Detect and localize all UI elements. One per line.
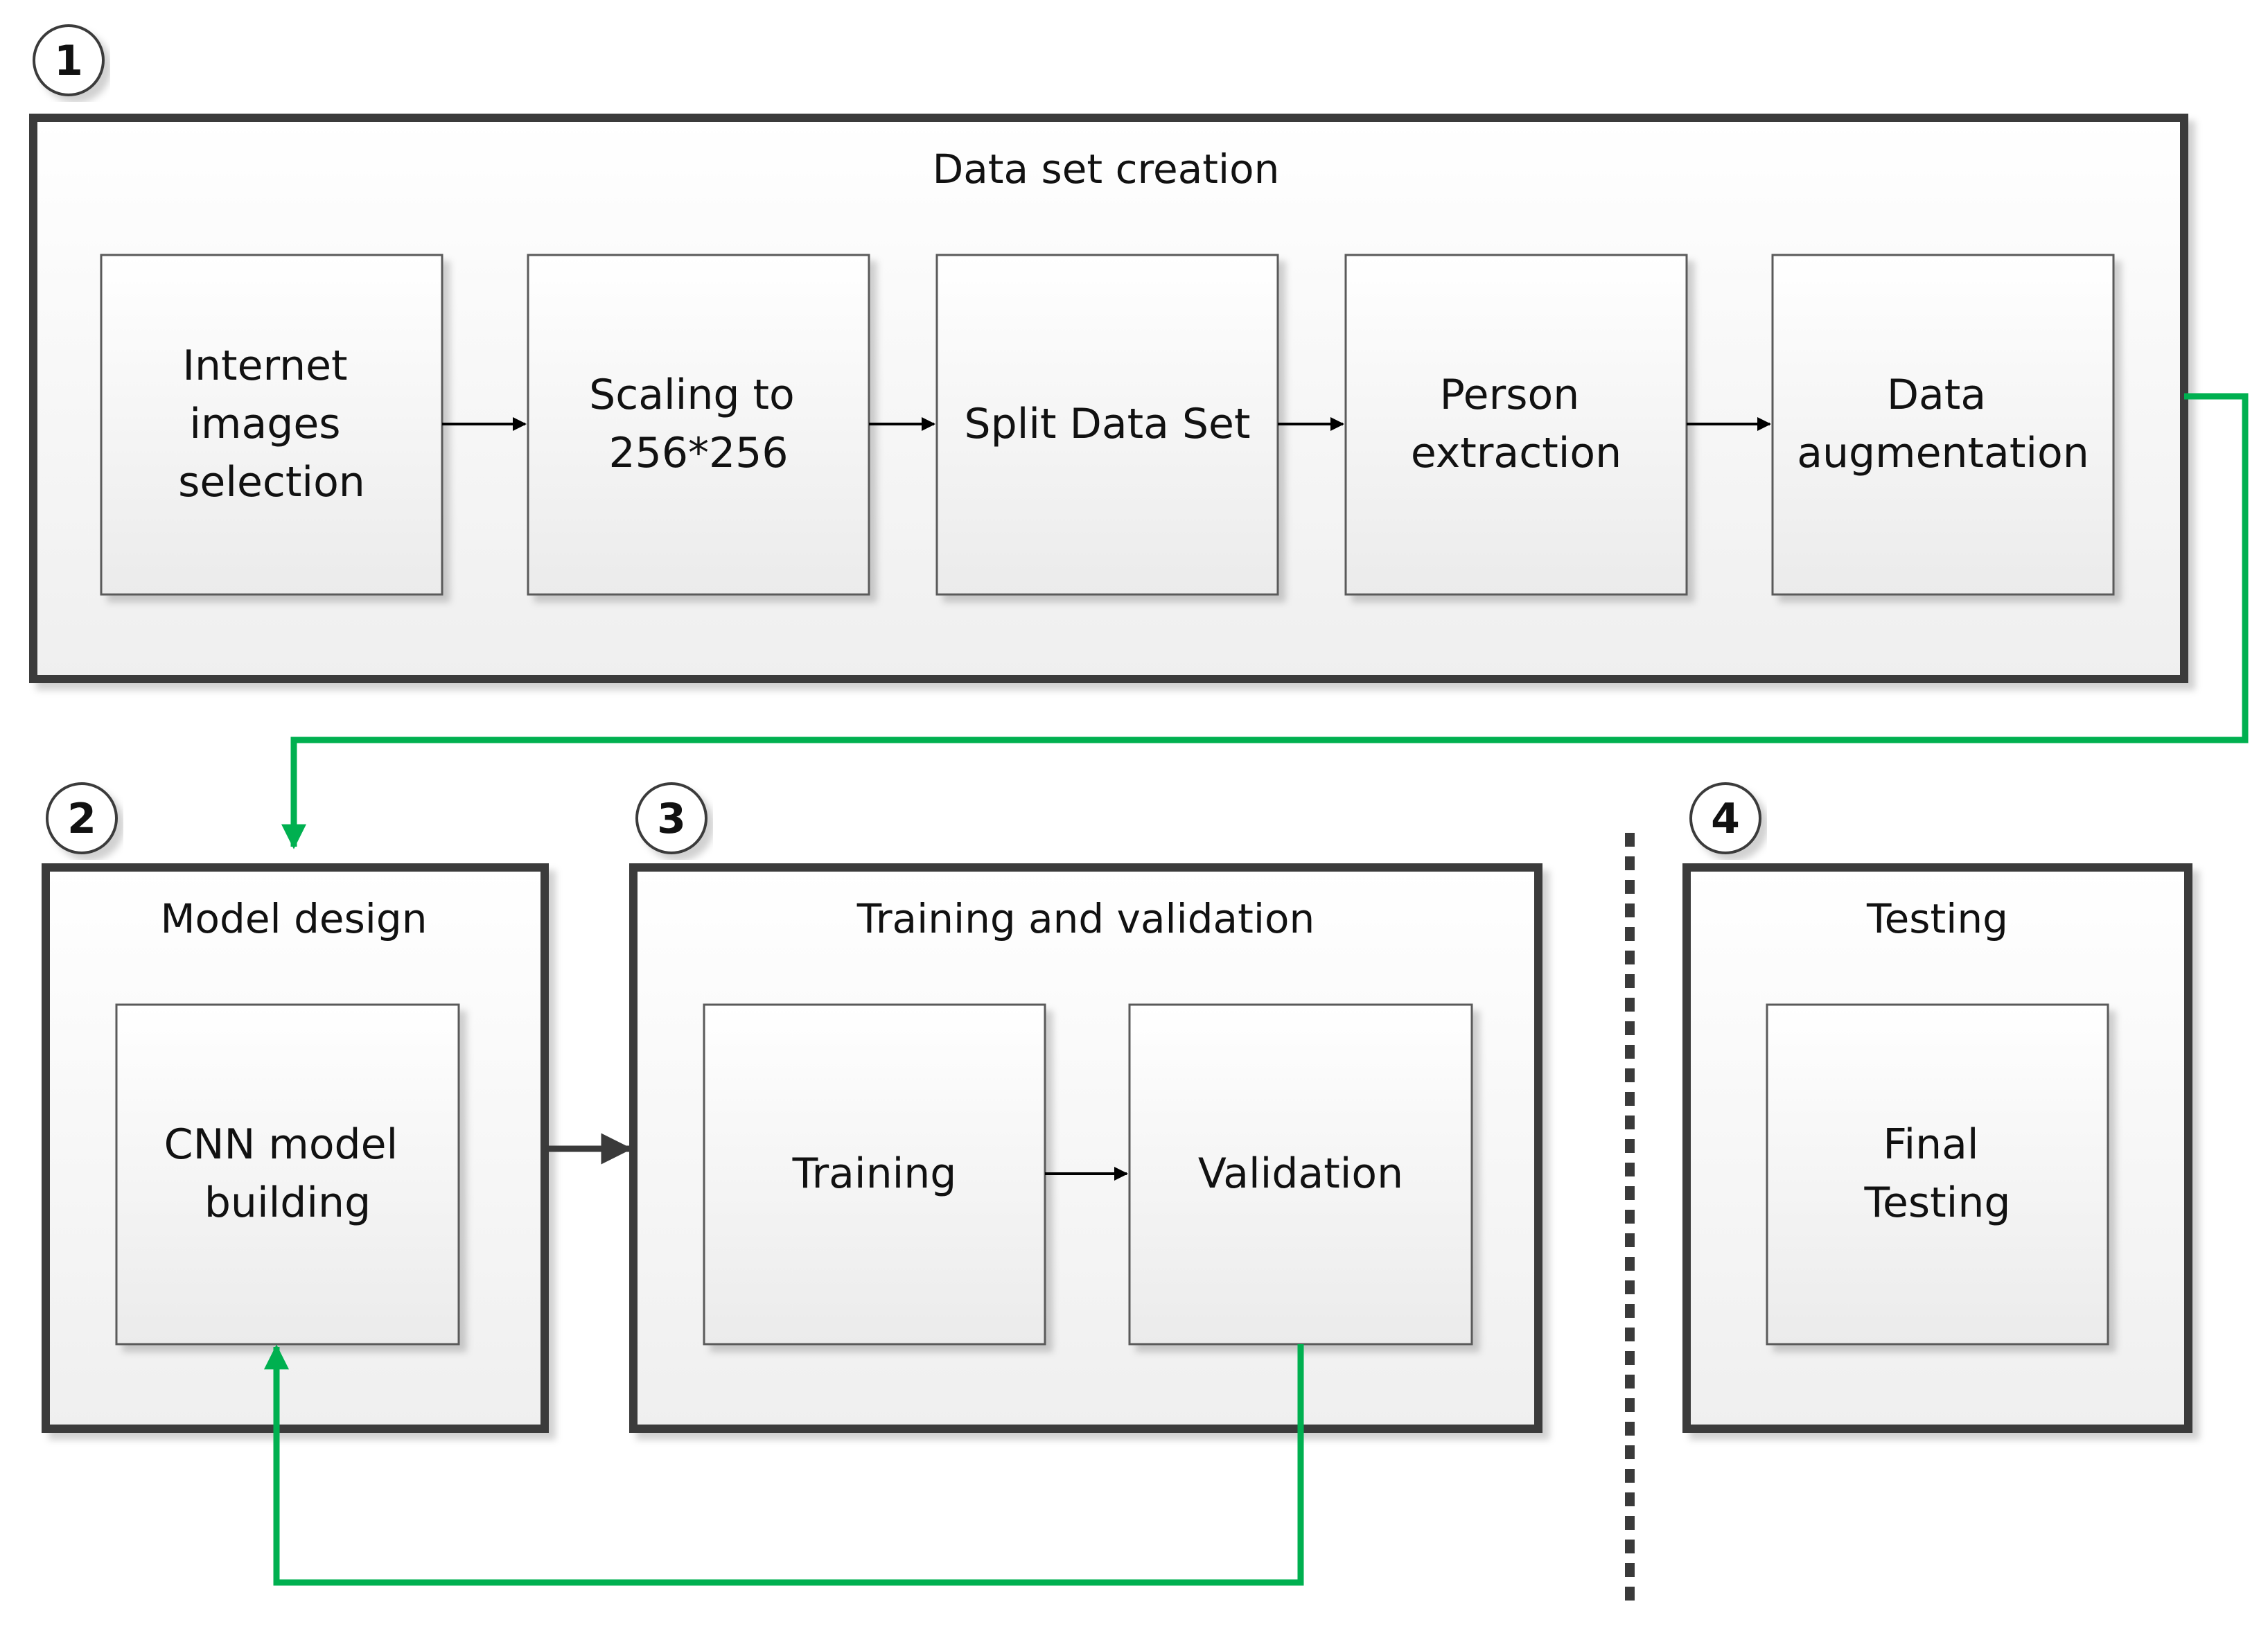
step-text-line: extraction [1411,429,1621,477]
badge-stage-4: 4 [1689,782,1761,854]
svg-text:Training: Training [792,1149,957,1198]
stage-title: Training and validation [856,895,1315,942]
stage-title: Data set creation [933,146,1280,193]
stage-title: Model design [161,895,428,942]
step-text-line: 256*256 [608,429,788,477]
step-text-line: Training [792,1149,957,1198]
badge-number: 1 [54,37,83,85]
step-text-line: images [189,400,340,448]
badge-number: 4 [1711,795,1740,843]
step-text-line: CNN model [164,1120,398,1169]
svg-text:Scaling to 256*256: Scaling to 256*256 [589,371,808,477]
svg-text:Internet images se: Internet images selection [178,342,365,506]
step-text-line: Validation [1198,1149,1403,1198]
badge-stage-1: 1 [33,24,105,96]
step-scaling: Scaling to 256*256 [527,254,870,596]
svg-text:CNN model building: CNN model building [164,1120,412,1227]
svg-text:Final Testing: Final Testing [1864,1120,2011,1227]
step-cnn-model-building: CNN model building [115,1003,460,1346]
step-text-line: augmentation [1797,429,2089,477]
step-validation: Validation [1128,1003,1473,1346]
step-text-line: Data [1887,371,1986,419]
svg-text:Person extraction: Person extraction [1411,371,1621,477]
badge-number: 3 [657,795,686,843]
badge-number: 2 [67,795,96,843]
step-text-line: building [204,1179,371,1227]
step-text-line: Scaling to [589,371,795,419]
step-data-augmentation: Data augmentation [1771,254,2115,596]
stage-title: Testing [1866,895,2008,942]
step-text-line: Split Data Set [965,400,1251,448]
step-text-line: selection [178,458,365,506]
badge-stage-2: 2 [46,782,118,854]
svg-text:Split Data Set: Split Data Set [965,400,1251,448]
arrow-dataset-to-model-design [281,393,2249,849]
step-text-line: Testing [1864,1179,2011,1227]
step-person-extraction: Person extraction [1344,254,1688,596]
step-split-data-set: Split Data Set [935,254,1279,596]
step-text-line: Person [1440,371,1580,419]
badge-stage-3: 3 [635,782,707,854]
arrow-validation-feedback-to-model [264,1344,1304,1586]
step-final-testing: Final Testing [1766,1003,2109,1346]
svg-text:Data augmentation: Data augmentation [1797,371,2089,477]
step-training: Training [703,1003,1046,1346]
step-text-line: Final [1883,1120,1978,1169]
step-internet-images-selection: Internet images selection [100,254,443,596]
step-text-line: Internet [182,342,347,390]
svg-text:Validation: Validation [1198,1149,1403,1198]
